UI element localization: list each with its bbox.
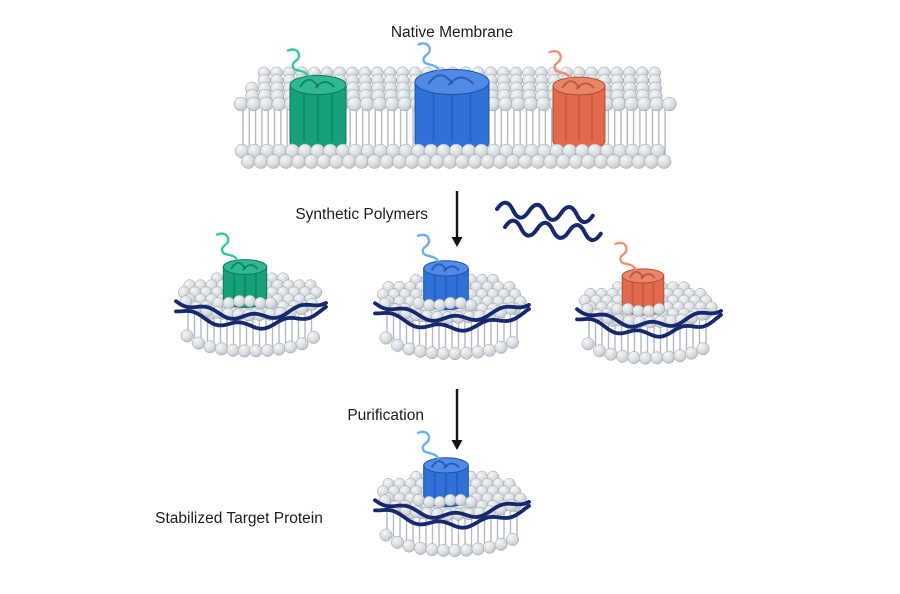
arrow-down-icon [451, 389, 463, 450]
polymer-belt [575, 313, 723, 339]
membrane-protein-orange [614, 241, 665, 316]
native-membrane-title: Native Membrane [391, 24, 513, 41]
nanodisc-green [174, 232, 328, 358]
polymer-belt [174, 305, 328, 331]
protein-squiggle-blue [416, 430, 440, 460]
membrane-protein-orange [548, 50, 606, 151]
native-membrane-illustration [233, 42, 677, 169]
purification-label: Purification [347, 407, 424, 424]
protein-squiggle-blue [417, 42, 440, 71]
membrane-protein-blue [414, 42, 490, 156]
polymer-belt [373, 498, 531, 520]
stabilized-target-protein-label: Stabilized Target Protein [155, 510, 323, 527]
membrane-protein-green [286, 48, 347, 153]
protein-squiggle-orange [548, 50, 571, 79]
synthetic-polymer-squiggles [495, 200, 603, 243]
nanodisc-row [174, 232, 723, 365]
polymer-belt [373, 301, 531, 323]
protein-squiggle-green [286, 48, 310, 77]
polymer-wave [495, 200, 595, 225]
membrane-protein-green [215, 232, 268, 308]
polymer-belt [575, 307, 723, 329]
nanodisc-blue [373, 233, 531, 361]
nanodisc-orange [575, 241, 723, 365]
polymer-belt [373, 307, 531, 333]
protein-squiggle-orange [614, 241, 637, 271]
polymer-wave [503, 218, 603, 243]
arrow-down-icon [451, 191, 463, 247]
protein-squiggle-green [215, 232, 239, 261]
polymer-belt [373, 504, 531, 530]
stabilized-nanodisc [373, 430, 531, 558]
protein-squiggle-blue [416, 233, 440, 263]
synthetic-polymers-label: Synthetic Polymers [295, 206, 428, 223]
nanodisc-blue [373, 430, 531, 558]
polymer-belt [174, 299, 328, 321]
